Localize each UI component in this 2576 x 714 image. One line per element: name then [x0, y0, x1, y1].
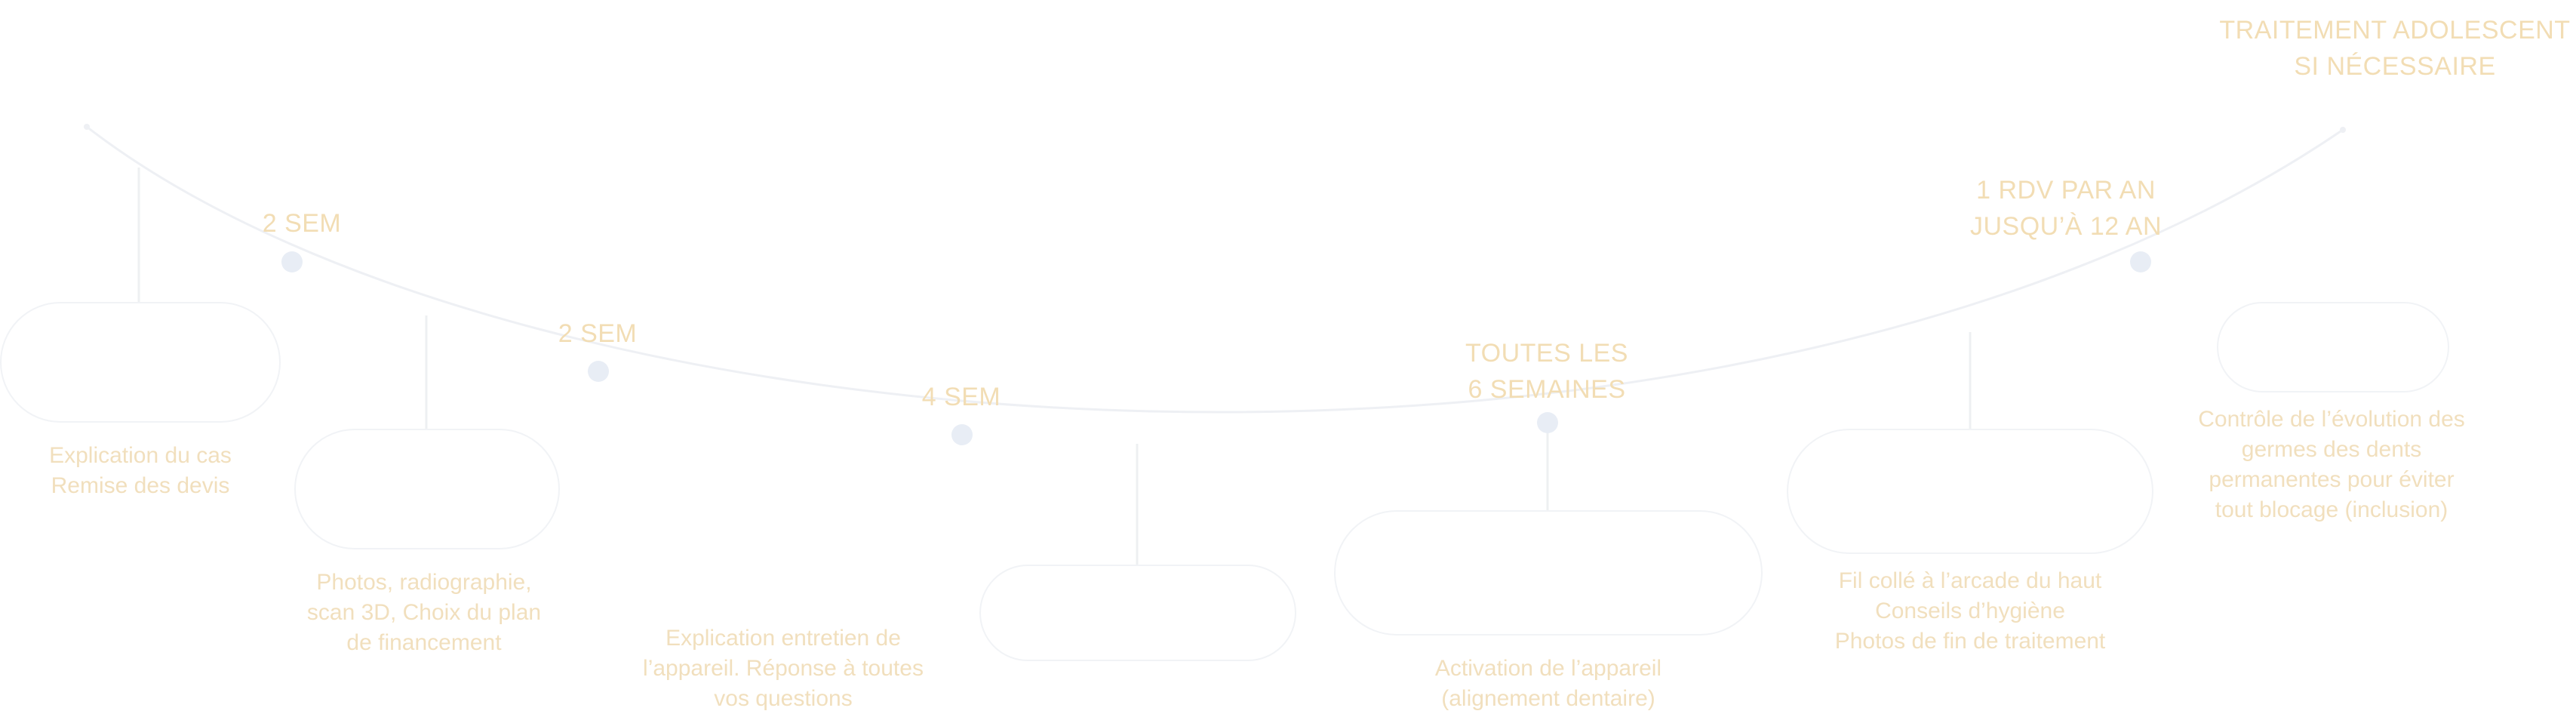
step-pill-5	[1787, 429, 2153, 554]
interval-label-2: 2 SEM	[262, 209, 342, 238]
step-pill-6	[2217, 302, 2449, 392]
curve-end-dot	[2340, 127, 2346, 133]
timeline-dot-5	[2130, 251, 2151, 272]
step-pill-1	[0, 302, 281, 423]
timeline-dot-2	[588, 361, 609, 382]
interval-label-5: TOUTES LES 6 SEMAINES	[1465, 339, 1628, 404]
timeline-dot-1	[281, 251, 303, 272]
timeline-dot-3	[951, 424, 973, 445]
step-description-5: Activation de l’appareil (alignement den…	[1434, 656, 1662, 711]
interval-label-7: TRAITEMENT ADOLESCENT SI NÉCESSAIRE	[2219, 16, 2571, 81]
step-pill-4	[1334, 510, 1763, 636]
step-description-7: Contrôle de l’évolution des germes des d…	[2198, 407, 2465, 522]
step-description-1: Explication du cas Remise des devis	[49, 443, 232, 498]
interval-label-4: 4 SEM	[921, 383, 1001, 411]
step-pill-2	[294, 429, 560, 549]
timeline-curve	[86, 125, 2344, 414]
step-description-2: Photos, radiographie, scan 3D, Choix du …	[306, 570, 542, 655]
step-description-3: Explication entretien de l’appareil. Rép…	[643, 626, 924, 711]
timeline-dot-4	[1537, 412, 1558, 433]
curve-start-dot	[84, 124, 90, 130]
interval-label-3: 2 SEM	[558, 319, 638, 348]
interval-label-6: 1 RDV PAR AN JUSQU’À 12 AN	[1969, 176, 2163, 241]
step-pill-3	[979, 565, 1296, 661]
step-description-6: Fil collé à l’arcade du haut Conseils d’…	[1834, 568, 2106, 654]
